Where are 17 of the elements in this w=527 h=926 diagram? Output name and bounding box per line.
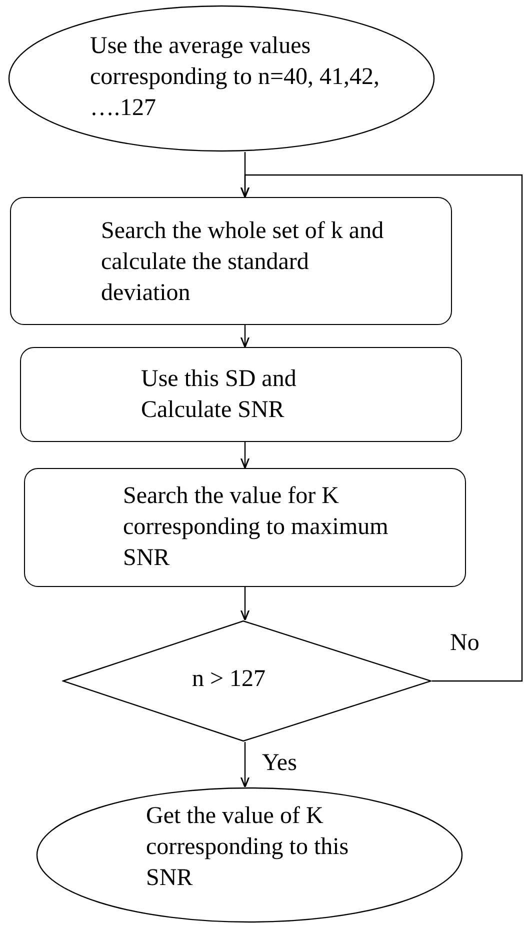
arrow [240, 742, 250, 788]
arrow [240, 174, 523, 682]
arrow [240, 325, 250, 348]
node-text: Search the whole set of k and calculate the standard deviation [101, 217, 385, 308]
terminal-ellipse [8, 5, 435, 152]
node-text: Use the average values corresponding to n=40, 41,42, ….127 [90, 32, 380, 123]
decision-diamond [62, 620, 432, 742]
arrow [240, 442, 250, 469]
arrow [240, 587, 250, 621]
node-text: Get the value of K corresponding to this SNR [146, 802, 350, 893]
node-text: n > 127 [192, 665, 267, 694]
process-box [24, 468, 466, 587]
terminal-ellipse [36, 787, 463, 923]
node-text: Search the value for K corresponding to maximum SNR [123, 482, 390, 573]
node-text: Use this SD and Calculate SNR [141, 365, 298, 425]
process-box [20, 347, 462, 442]
process-box [10, 197, 452, 325]
